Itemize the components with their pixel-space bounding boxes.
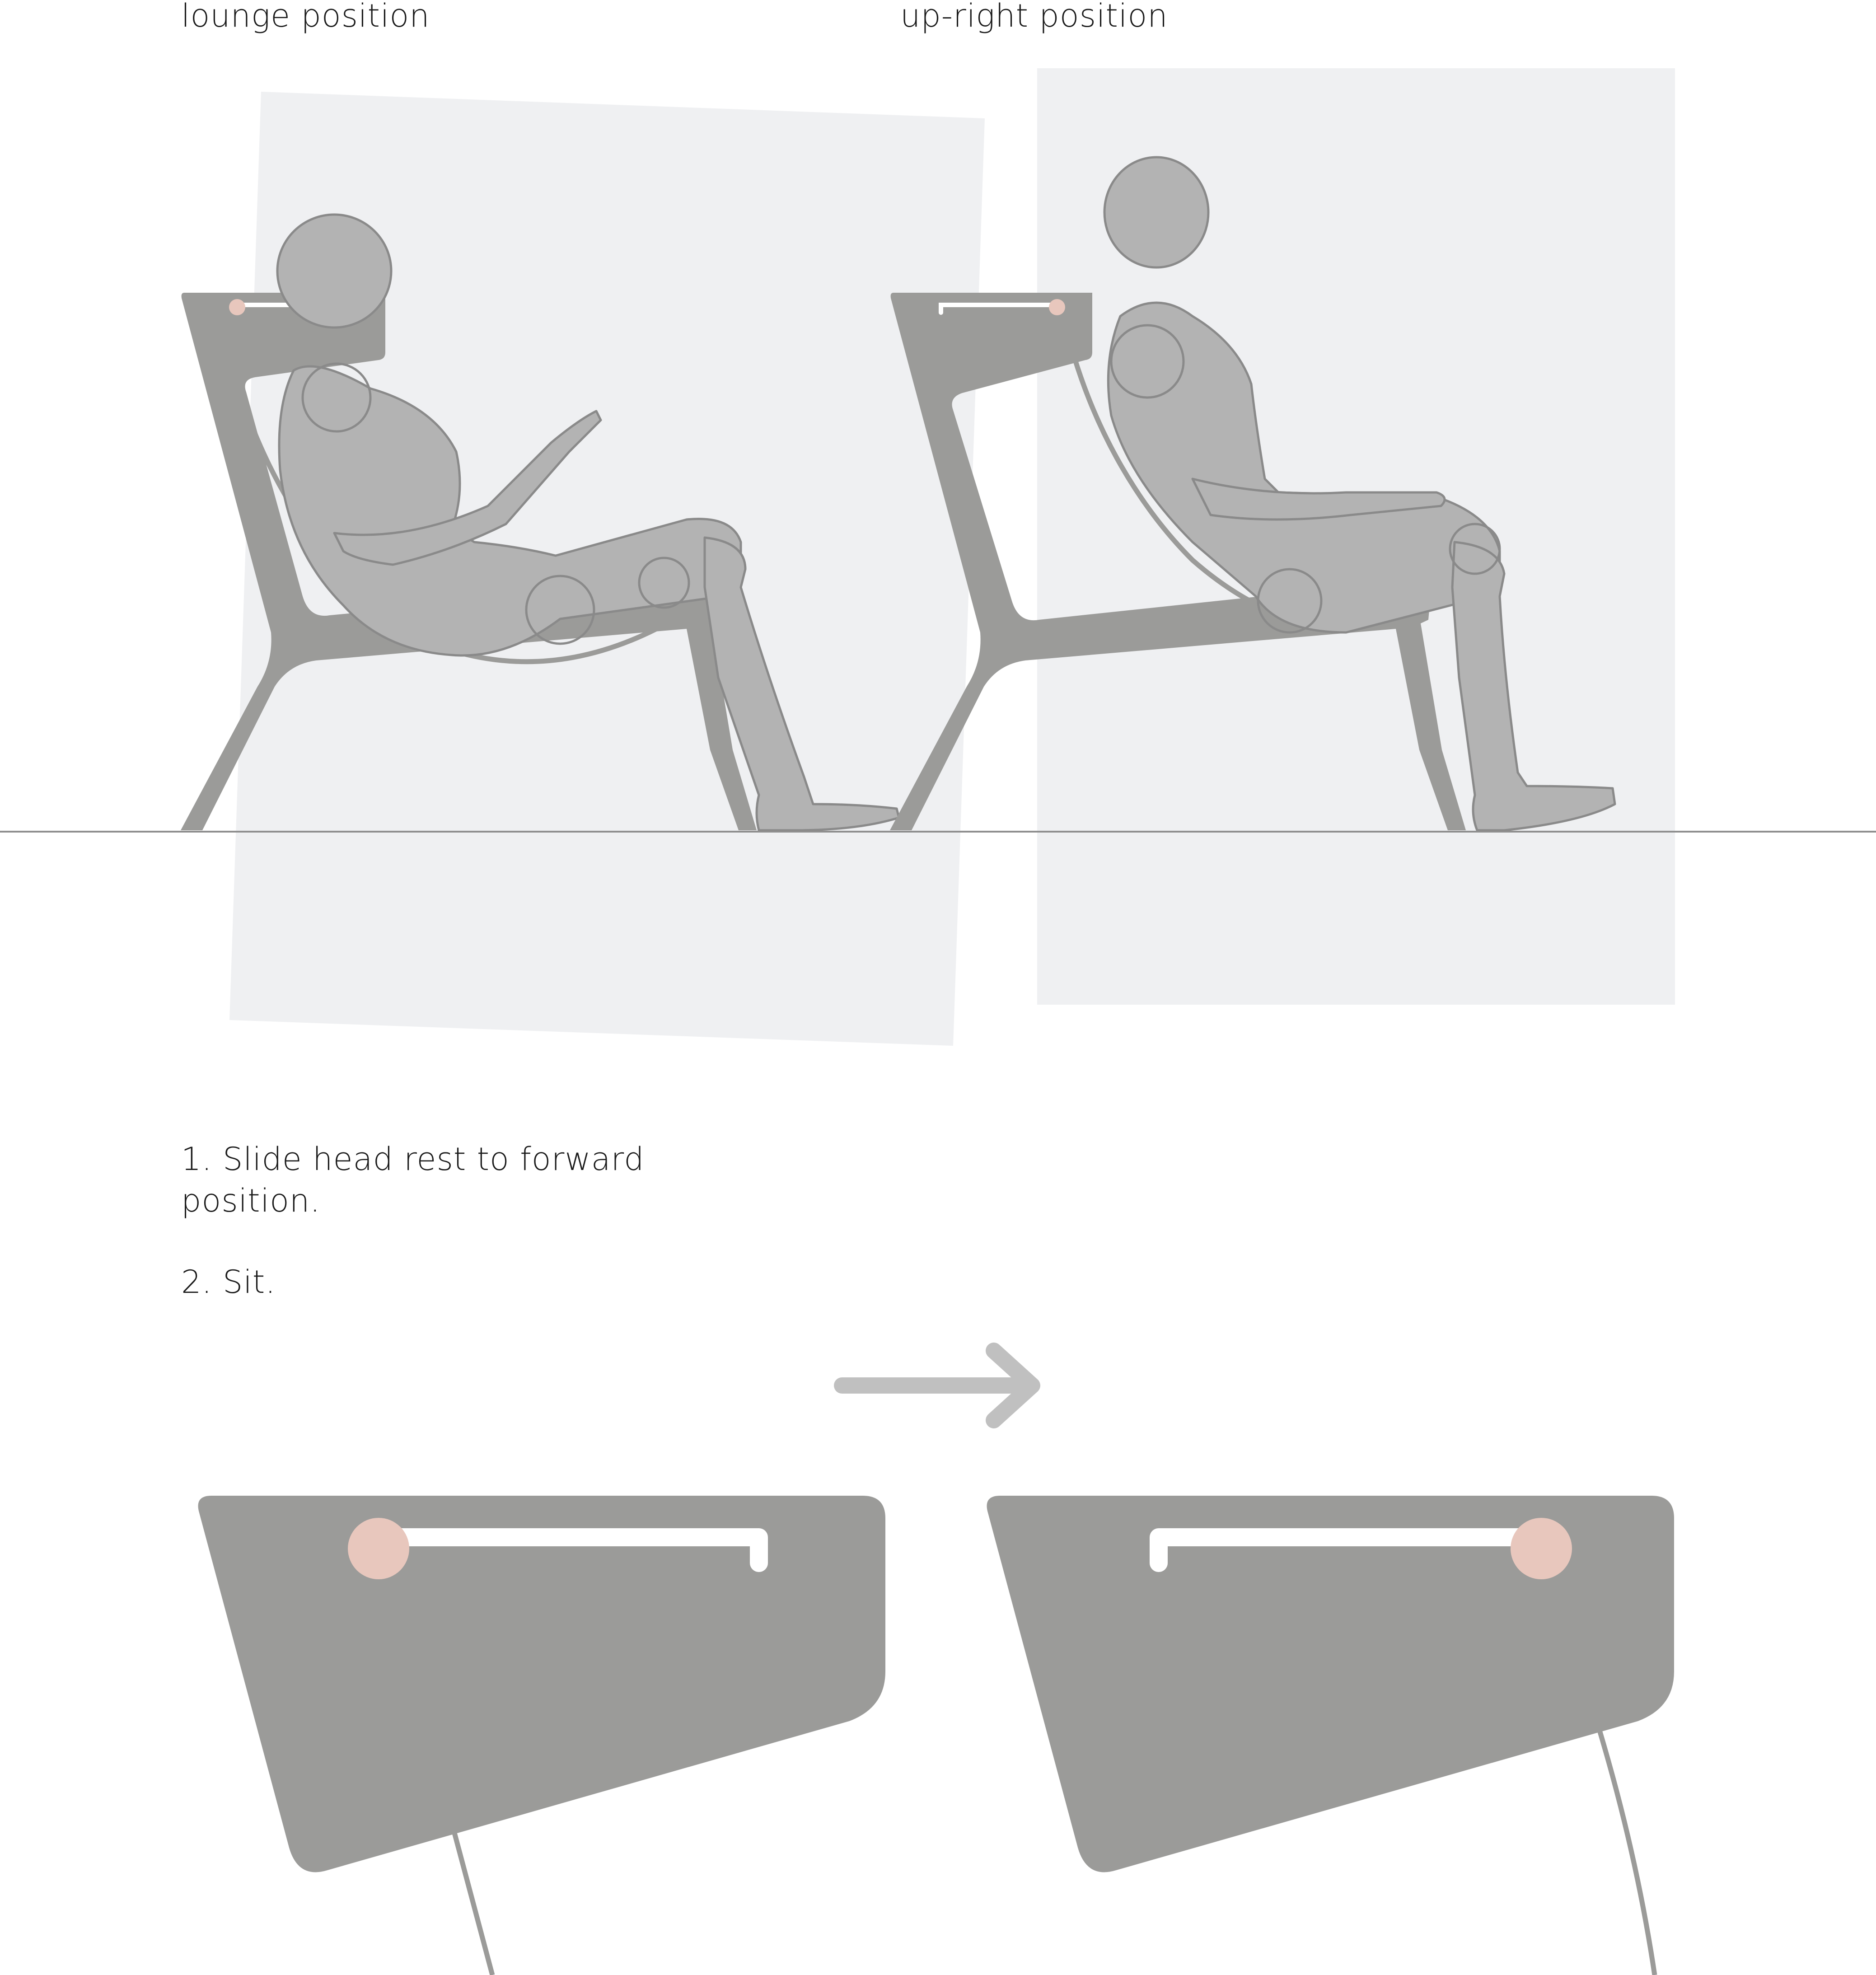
- sliding-pin-icon: [1511, 1518, 1572, 1579]
- headrest-plate: [198, 1496, 885, 1872]
- sliding-pin-icon: [229, 299, 245, 315]
- right-arrow-icon: [842, 1351, 1032, 1420]
- instruction-step-1: 1. Slide head rest to forward position.: [181, 1138, 678, 1222]
- upright-figure-head: [1104, 157, 1208, 267]
- sliding-pin-icon: [348, 1518, 409, 1579]
- instructions: 1. Slide head rest to forward position. …: [181, 1138, 678, 1303]
- upright-position-label: up-right position: [900, 0, 1168, 32]
- headrest-detail-upright: [987, 1496, 1674, 1975]
- lounge-position-label: lounge position: [181, 0, 430, 32]
- sliding-pin-icon: [1049, 299, 1065, 315]
- headrest-detail-lounge: [198, 1496, 885, 1975]
- instruction-step-2: 2. Sit.: [181, 1261, 678, 1303]
- lounge-figure-head: [277, 215, 391, 328]
